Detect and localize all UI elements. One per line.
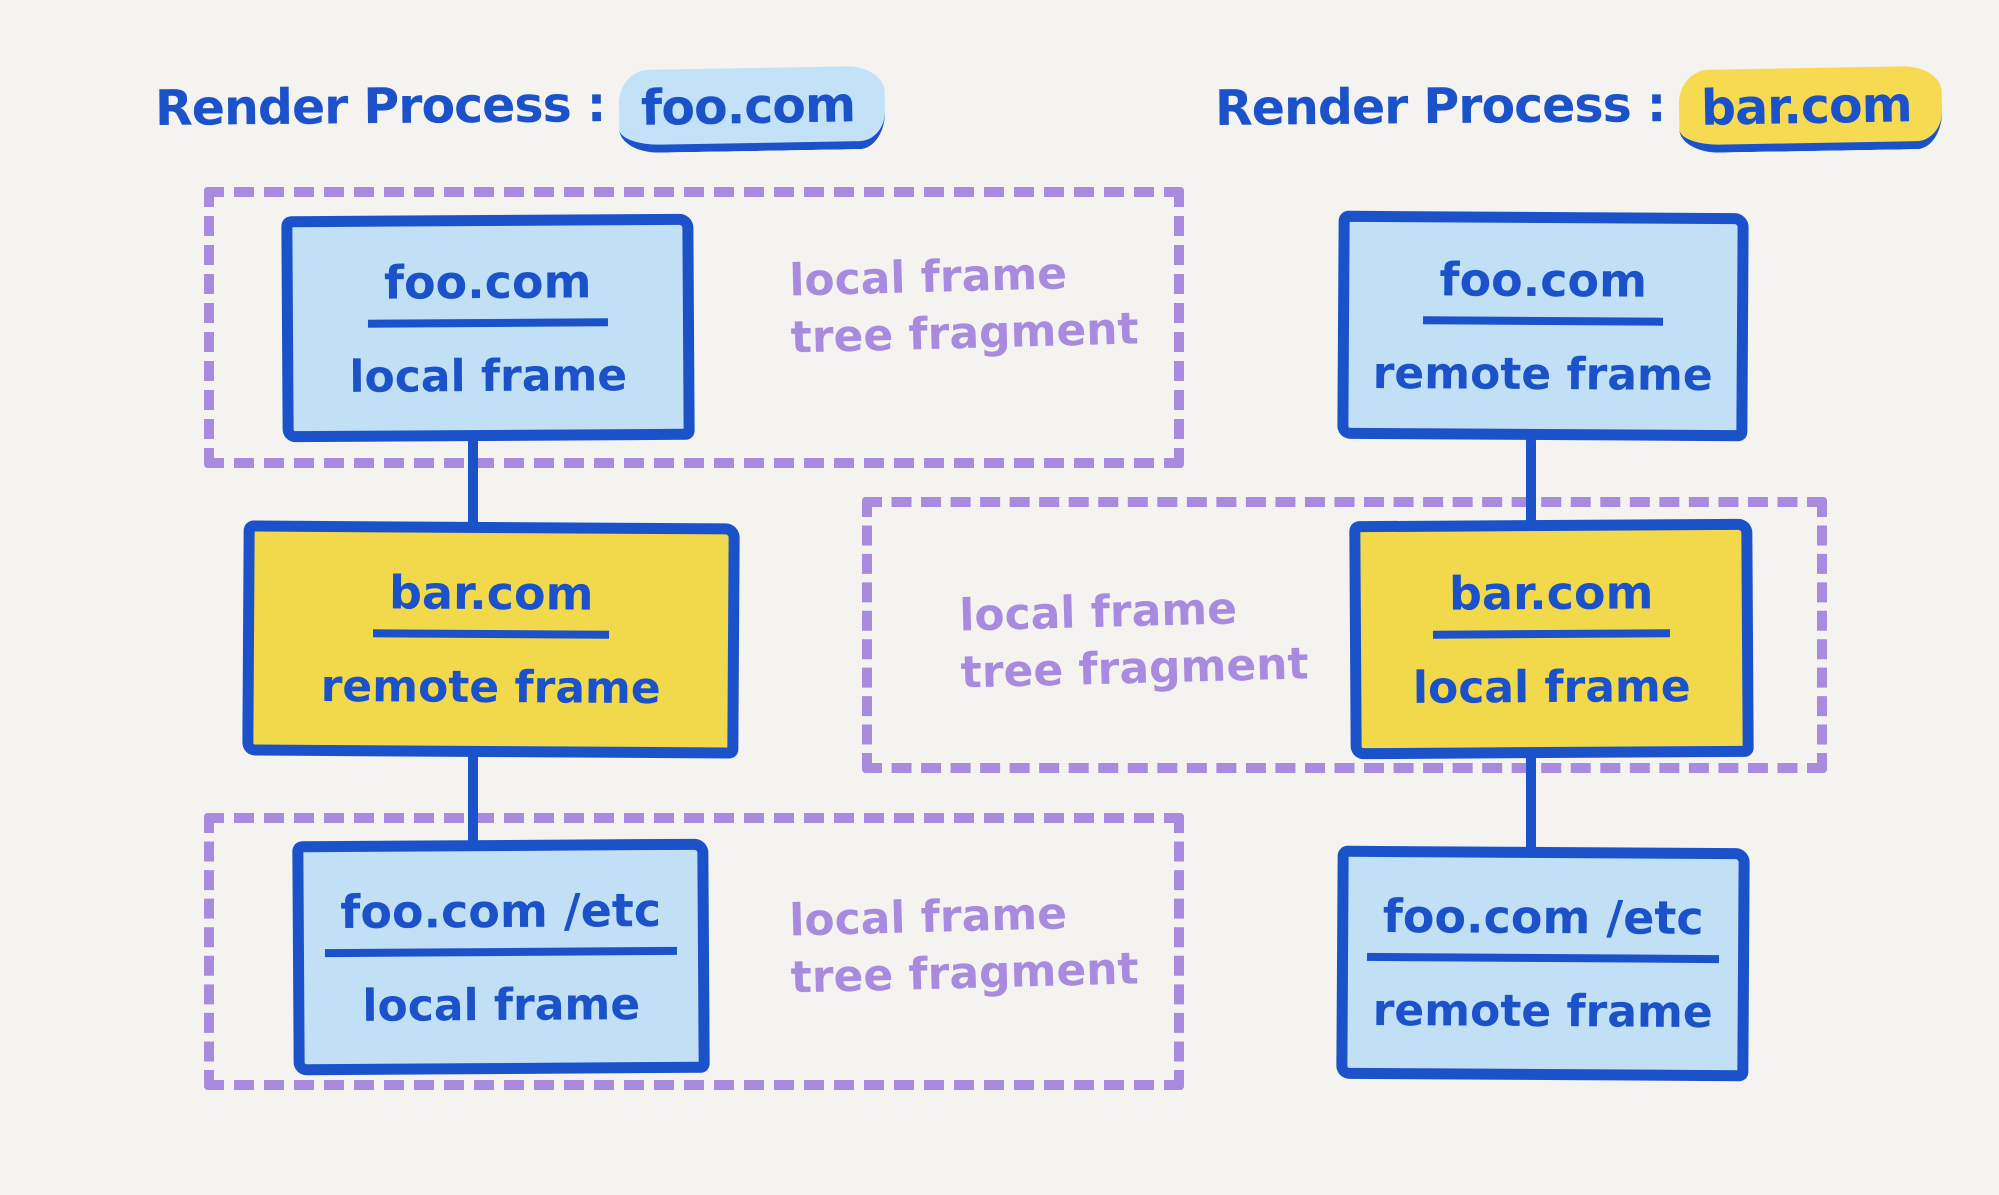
fragment-label-line2: tree fragment	[790, 943, 1140, 1004]
local-frame-tree-fragment-box-right	[862, 497, 1827, 773]
local-frame-tree-fragment-box-left-bottom	[204, 813, 1184, 1090]
frame-node-left-bar-remote: bar.com remote frame	[242, 520, 740, 759]
title-prefix: Render Process :	[154, 76, 606, 137]
frame-kind: remote frame	[1372, 984, 1713, 1039]
title-domain-highlight-bar: bar.com	[1678, 65, 1943, 154]
frame-kind: local frame	[1412, 660, 1691, 714]
render-process-title-left: Render Process :foo.com	[154, 65, 887, 154]
connector-right-bottom	[1526, 752, 1536, 852]
fragment-label-line2: tree fragment	[790, 303, 1140, 364]
frame-domain: bar.com	[1432, 564, 1670, 639]
frame-domain: foo.com	[1423, 251, 1664, 326]
fragment-label-line1: local frame	[788, 248, 1068, 307]
frame-kind: remote frame	[320, 660, 661, 715]
title-domain-highlight-foo: foo.com	[618, 65, 887, 154]
fragment-label-left-bottom: local frame tree fragment	[789, 883, 1140, 1006]
title-prefix: Render Process :	[1214, 76, 1666, 137]
fragment-label-line2: tree fragment	[960, 638, 1310, 699]
frame-domain: bar.com	[372, 565, 610, 639]
frame-kind: local frame	[362, 978, 641, 1032]
frame-node-right-foo-remote: foo.com remote frame	[1337, 210, 1749, 442]
frame-node-left-foo-local: foo.com local frame	[281, 213, 695, 443]
fragment-label-line1: local frame	[788, 888, 1068, 947]
frame-node-right-fooetc-remote: foo.com /etc remote frame	[1336, 845, 1750, 1082]
frame-domain: foo.com	[367, 253, 608, 328]
frame-node-right-bar-local: bar.com local frame	[1349, 518, 1754, 760]
fragment-label-left-top: local frame tree fragment	[789, 243, 1140, 366]
connector-left-bottom	[468, 750, 478, 846]
fragment-label-right: local frame tree fragment	[959, 578, 1310, 701]
frame-node-left-fooetc-local: foo.com /etc local frame	[292, 838, 710, 1076]
render-process-title-right: Render Process :bar.com	[1214, 65, 1943, 154]
frame-domain: foo.com /etc	[1366, 888, 1720, 964]
frame-kind: remote frame	[1372, 347, 1713, 401]
connector-right-top	[1526, 436, 1536, 530]
frame-kind: local frame	[349, 349, 628, 403]
connector-left-top	[468, 436, 478, 532]
fragment-label-line1: local frame	[958, 583, 1238, 642]
local-frame-tree-fragment-box-left-top	[204, 187, 1184, 468]
frame-domain: foo.com /etc	[324, 882, 678, 957]
